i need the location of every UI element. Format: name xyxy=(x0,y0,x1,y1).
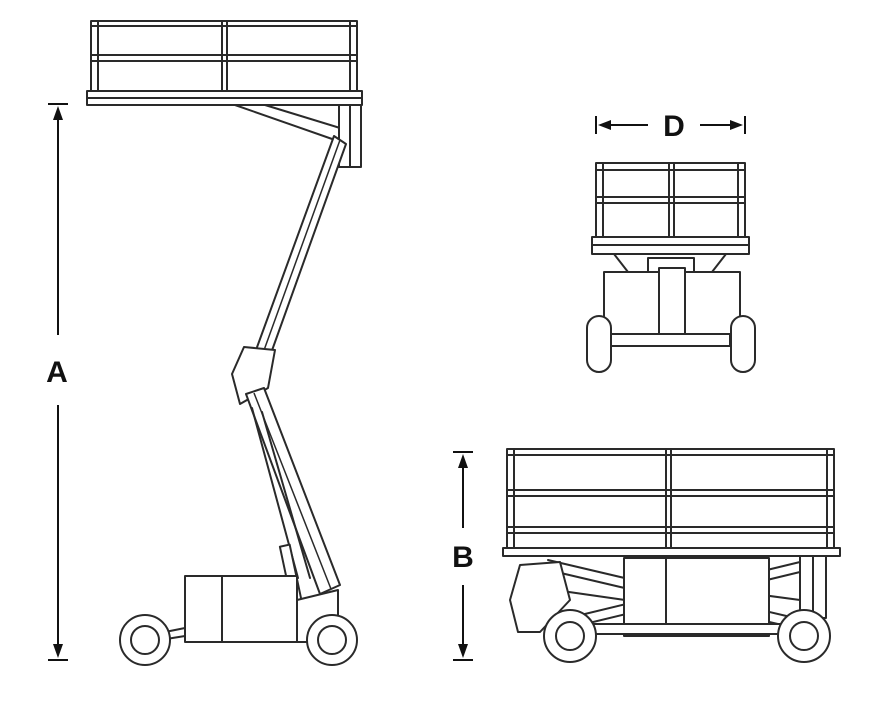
front-body-left xyxy=(603,271,663,335)
front-platform-base xyxy=(591,244,750,255)
dimension-b: B xyxy=(452,451,474,661)
front-platform-deck xyxy=(591,236,750,246)
front-wheel-left xyxy=(586,315,612,373)
jib-bracket-upper xyxy=(234,104,336,141)
side-undercarriage xyxy=(567,623,801,635)
boom-platform-rail xyxy=(90,20,358,92)
jib-bracket-lower xyxy=(264,104,341,129)
side-rear-wheel xyxy=(777,609,831,663)
boom-front-wheel xyxy=(119,614,171,666)
dimension-a: A xyxy=(46,103,68,661)
front-axle xyxy=(610,333,731,347)
boom-lift-side-view xyxy=(86,20,363,666)
front-mast xyxy=(658,267,686,345)
dimension-b-label: B xyxy=(452,541,474,574)
dimension-d-label: D xyxy=(663,110,685,143)
boom-rear-wheel xyxy=(306,614,358,666)
scissor-lift-front-view xyxy=(586,162,756,373)
boom-platform-floor xyxy=(86,90,363,99)
scissor-lift-side-view xyxy=(502,448,841,663)
boom-platform-base xyxy=(86,97,363,106)
front-wheel-right xyxy=(730,315,756,373)
side-front-wheel xyxy=(543,609,597,663)
boom-chassis xyxy=(184,575,298,643)
dimension-a-label: A xyxy=(46,356,68,389)
front-body-right xyxy=(683,271,741,335)
side-platform-deck xyxy=(502,547,841,557)
dimension-d: D xyxy=(595,110,746,143)
